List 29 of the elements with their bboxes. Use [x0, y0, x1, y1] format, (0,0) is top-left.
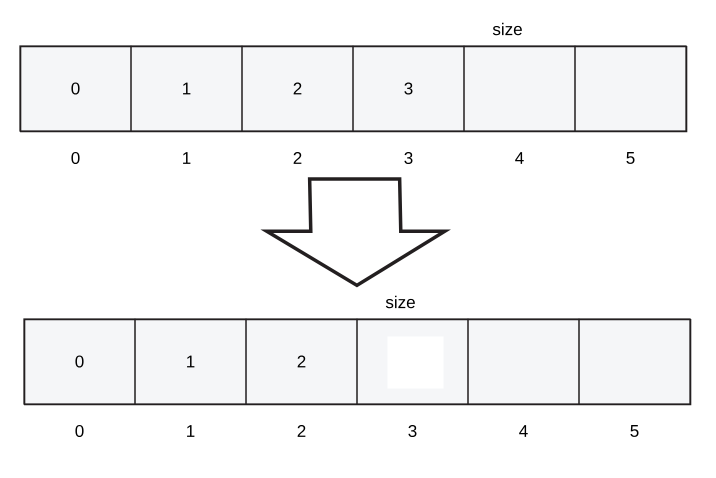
array-cell [578, 318, 691, 405]
array-cell: 0 [23, 318, 136, 405]
array-cell [463, 45, 576, 132]
index-label: 0 [71, 152, 80, 164]
index-label: 4 [519, 425, 528, 437]
pointer-label: size [386, 296, 415, 308]
index-label: 3 [408, 424, 416, 438]
index-label: 5 [630, 425, 638, 437]
index-label: 3 [404, 152, 412, 164]
index-label: 2 [298, 425, 306, 437]
array-cell [356, 318, 469, 405]
index-label: 2 [294, 152, 302, 164]
index-label: 1 [187, 425, 194, 437]
index-label: 4 [515, 152, 524, 164]
array-cell [574, 45, 687, 132]
index-label: 0 [75, 424, 84, 438]
array-cell: 3 [352, 45, 465, 132]
index-label: 1 [183, 152, 190, 164]
array-cell: 0 [19, 45, 132, 132]
index-label: 5 [626, 152, 634, 164]
array-cell: 1 [134, 318, 247, 405]
pointer-label: size [492, 22, 522, 36]
array-cell: 2 [245, 318, 358, 405]
array-cell [467, 318, 580, 405]
array-frame [24, 319, 692, 406]
array-cell: 2 [241, 45, 354, 132]
array-frame [20, 46, 688, 132]
block-arrow [260, 177, 451, 288]
array-cell: 1 [130, 45, 243, 132]
